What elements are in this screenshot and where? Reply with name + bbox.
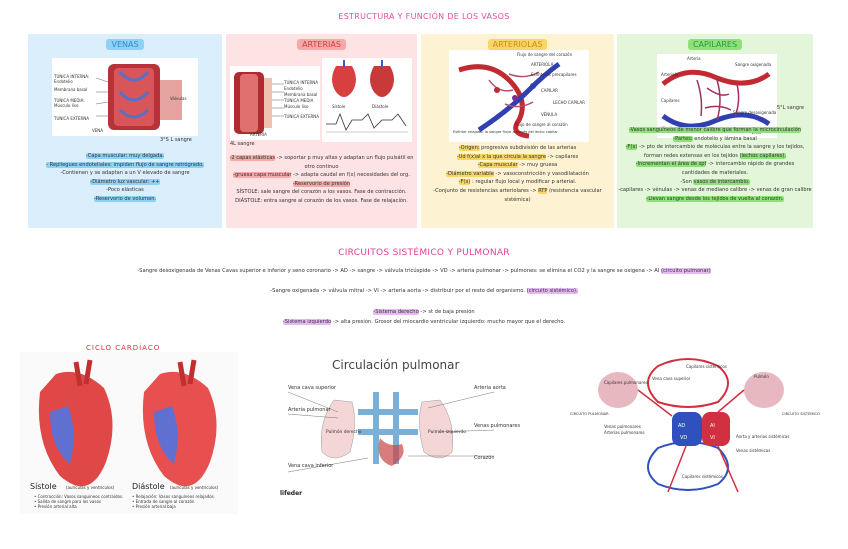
pulmonar-title: Circulación pulmonar <box>332 358 460 372</box>
venas-bullets: -Capa muscular: muy delgada. - Repliegue… <box>46 153 204 202</box>
capilar-diagram: Arteria Arteriola Capilares Vénula Vena … <box>657 54 777 138</box>
circuitos-line-2: -Sangre oxigenada -> válvula mitral -> V… <box>270 288 578 294</box>
panel-title-venas: VENAS <box>106 39 144 50</box>
brand-logo: lifeder <box>280 490 303 497</box>
sistole-diastole-diagram: Sístole Diástole <box>322 58 412 142</box>
circuitos-line-1: -Sangre desoxigenada de Venas Cavas supe… <box>137 268 711 274</box>
page-title: ESTRUCTURA Y FUNCIÓN DE LOS VASOS <box>338 12 510 21</box>
diastole-title: Diástole <box>132 482 165 491</box>
esquema-circulacion: Capilares pulmonares Vena cava superior … <box>568 352 820 498</box>
arteriolas-bullets: -Origen: progresiva subdivisión de las a… <box>433 145 602 203</box>
panel-arteriolas: ARTERIOLAS Flujo de sangre del corazón A… <box>421 34 614 228</box>
capilares-bullets: -Vasos sanguíneos de menor calibre que f… <box>618 127 812 202</box>
ciclo-diagram: Sístole (aurículas y ventrículos) • Cont… <box>20 352 238 514</box>
panel-title-capilares: CAPILARES <box>687 39 743 50</box>
panel-title-arterias: ARTERIAS <box>297 39 346 50</box>
arteriola-diagram: Flujo de sangre del corazón ARTERIOLA Es… <box>449 50 589 142</box>
circuitos-title: CIRCUITOS SISTÉMICO Y PULMONAR <box>338 248 510 258</box>
arterias-bullets: -2 capas elásticas -> soportar p muy alt… <box>229 155 414 204</box>
panel-title-arteriolas: ARTERIOLAS <box>487 39 548 50</box>
panel-arterias: ARTERIAS TÚNICA INTERNA Endotelio Membra… <box>226 34 417 228</box>
pulmonar-diagram: Circulación pulmonar Vena cava superior … <box>278 352 520 504</box>
circuitos-line-4: -Sistema izquierdo -> alta presión. Gros… <box>282 319 566 325</box>
ciclo-title: CICLO CARDÍACO <box>86 344 161 352</box>
arteria-diagram: TÚNICA INTERNA Endotelio Membrana basal … <box>230 66 320 140</box>
panel-venas: VENAS TÚNICA INTERNA: Endotelio Membrana… <box>28 34 222 228</box>
sistole-title: Sístole <box>30 482 57 491</box>
signature-venas: 3°S L sangre <box>160 137 192 143</box>
signature-arterias: 4L sangre <box>230 141 255 147</box>
panel-capilares: CAPILARES Arteria Arteriola Capilares Vé… <box>617 34 813 228</box>
signature-capilares: 5°L sangre <box>777 105 805 111</box>
circuitos-line-3: -Sistema derecho -> st de baja presión <box>373 309 475 315</box>
vena-diagram: TÚNICA INTERNA: Endotelio Membrana basal… <box>52 58 198 136</box>
